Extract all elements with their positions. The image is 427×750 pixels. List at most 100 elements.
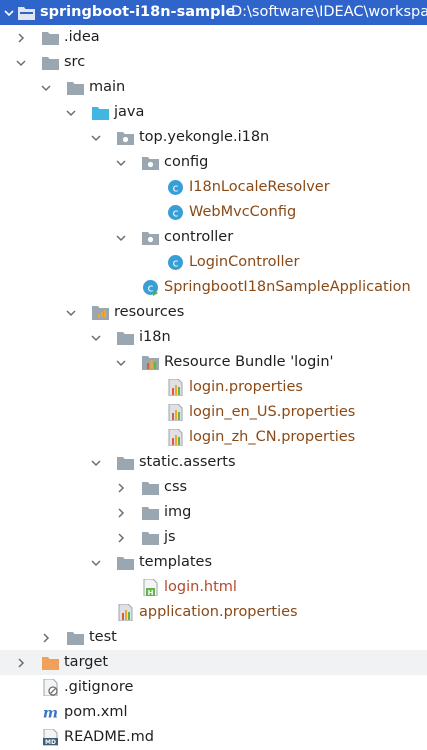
tree-row-login-html[interactable]: H login.html (0, 575, 427, 600)
folder-icon (117, 454, 134, 471)
tree-row-templates[interactable]: templates (0, 550, 427, 575)
tree-label: login_en_US.properties (189, 404, 356, 420)
svg-text:c: c (147, 281, 153, 294)
tree-label: static.asserts (139, 454, 236, 470)
tree-label: resources (114, 304, 185, 320)
package-icon (142, 229, 159, 246)
chevron-down-icon[interactable] (64, 106, 78, 120)
chevron-down-icon[interactable] (89, 556, 103, 570)
project-name: springboot-i18n-sample (40, 4, 236, 20)
folder-icon (142, 504, 159, 521)
tree-row-static-asserts[interactable]: static.asserts (0, 450, 427, 475)
properties-file-icon (117, 604, 134, 621)
tree-row-img[interactable]: img (0, 500, 427, 525)
tree-label: css (164, 479, 188, 495)
resource-bundle-icon (142, 354, 159, 371)
tree-label: I18nLocaleResolver (189, 179, 330, 195)
package-icon (142, 154, 159, 171)
folder-icon (142, 529, 159, 546)
properties-file-icon (167, 379, 184, 396)
tree-label: img (164, 504, 192, 520)
tree-row-test[interactable]: test (0, 625, 427, 650)
chevron-right-icon[interactable] (114, 506, 128, 520)
tree-label: target (64, 654, 109, 670)
tree-row-css[interactable]: css (0, 475, 427, 500)
tree-label: .idea (64, 29, 100, 45)
chevron-right-icon[interactable] (114, 531, 128, 545)
svg-text:c: c (172, 256, 178, 269)
folder-icon (42, 29, 59, 46)
tree-row-controller[interactable]: controller (0, 225, 427, 250)
chevron-down-icon[interactable] (89, 131, 103, 145)
tree-row-js[interactable]: js (0, 525, 427, 550)
tree-row-readme[interactable]: MD README.md (0, 725, 427, 750)
tree-row-resources[interactable]: resources (0, 300, 427, 325)
tree-label: login.properties (189, 379, 303, 395)
tree-label: WebMvcConfig (189, 204, 297, 220)
tree-row-resource-bundle[interactable]: Resource Bundle 'login' (0, 350, 427, 375)
folder-icon (117, 554, 134, 571)
chevron-down-icon[interactable] (114, 356, 128, 370)
tree-row-login-controller[interactable]: c LoginController (0, 250, 427, 275)
tree-label: templates (139, 554, 213, 570)
tree-label: pom.xml (64, 704, 128, 720)
tree-label: LoginController (189, 254, 300, 270)
tree-row-login-en-us-properties[interactable]: login_en_US.properties (0, 400, 427, 425)
tree-row-main[interactable]: main (0, 75, 427, 100)
tree-row-pom-xml[interactable]: m pom.xml (0, 700, 427, 725)
project-path: D:\software\IDEAC\workspa (231, 4, 427, 20)
java-class-icon: c (167, 179, 184, 196)
chevron-down-icon[interactable] (89, 331, 103, 345)
tree-label: i18n (139, 329, 171, 345)
chevron-down-icon[interactable] (2, 6, 16, 20)
tree-row-application-properties[interactable]: application.properties (0, 600, 427, 625)
svg-text:MD: MD (45, 739, 56, 746)
folder-icon (117, 329, 134, 346)
tree-label: login_zh_CN.properties (189, 429, 356, 445)
html-file-icon: H (142, 579, 159, 596)
package-icon (117, 129, 134, 146)
tree-row-java[interactable]: java (0, 100, 427, 125)
tree-label: src (64, 54, 86, 70)
tree-row-config[interactable]: config (0, 150, 427, 175)
excluded-folder-icon (42, 654, 59, 671)
tree-row-i18n[interactable]: i18n (0, 325, 427, 350)
chevron-down-icon[interactable] (39, 81, 53, 95)
tree-label: main (89, 79, 126, 95)
chevron-down-icon[interactable] (114, 231, 128, 245)
tree-label: top.yekongle.i18n (139, 129, 270, 145)
tree-row-web-mvc-config[interactable]: c WebMvcConfig (0, 200, 427, 225)
maven-file-icon: m (42, 704, 59, 721)
tree-row-gitignore[interactable]: .gitignore (0, 675, 427, 700)
tree-row-idea[interactable]: .idea (0, 25, 427, 50)
chevron-down-icon[interactable] (14, 56, 28, 70)
tree-row-target[interactable]: target (0, 650, 427, 675)
spring-boot-class-icon: c (142, 279, 159, 296)
tree-label: login.html (164, 579, 237, 595)
chevron-down-icon[interactable] (64, 306, 78, 320)
tree-row-project-root[interactable]: springboot-i18n-sample D:\software\IDEAC… (0, 0, 427, 25)
folder-icon (67, 629, 84, 646)
tree-row-i18n-locale-resolver[interactable]: c I18nLocaleResolver (0, 175, 427, 200)
tree-row-spring-boot-application[interactable]: c SpringbootI18nSampleApplication (0, 275, 427, 300)
svg-text:c: c (172, 181, 178, 194)
tree-row-login-properties[interactable]: login.properties (0, 375, 427, 400)
tree-row-package-root[interactable]: top.yekongle.i18n (0, 125, 427, 150)
chevron-down-icon[interactable] (114, 156, 128, 170)
java-class-icon: c (167, 204, 184, 221)
tree-label: config (164, 154, 209, 170)
tree-label: .gitignore (64, 679, 134, 695)
chevron-right-icon[interactable] (114, 481, 128, 495)
tree-row-login-zh-cn-properties[interactable]: login_zh_CN.properties (0, 425, 427, 450)
tree-label: test (89, 629, 117, 645)
java-class-icon: c (167, 254, 184, 271)
chevron-down-icon[interactable] (89, 456, 103, 470)
folder-icon (67, 79, 84, 96)
chevron-right-icon[interactable] (14, 31, 28, 45)
chevron-right-icon[interactable] (14, 656, 28, 670)
properties-file-icon (167, 404, 184, 421)
tree-row-src[interactable]: src (0, 50, 427, 75)
chevron-right-icon[interactable] (39, 631, 53, 645)
tree-label: java (114, 104, 145, 120)
gitignore-file-icon (42, 679, 59, 696)
